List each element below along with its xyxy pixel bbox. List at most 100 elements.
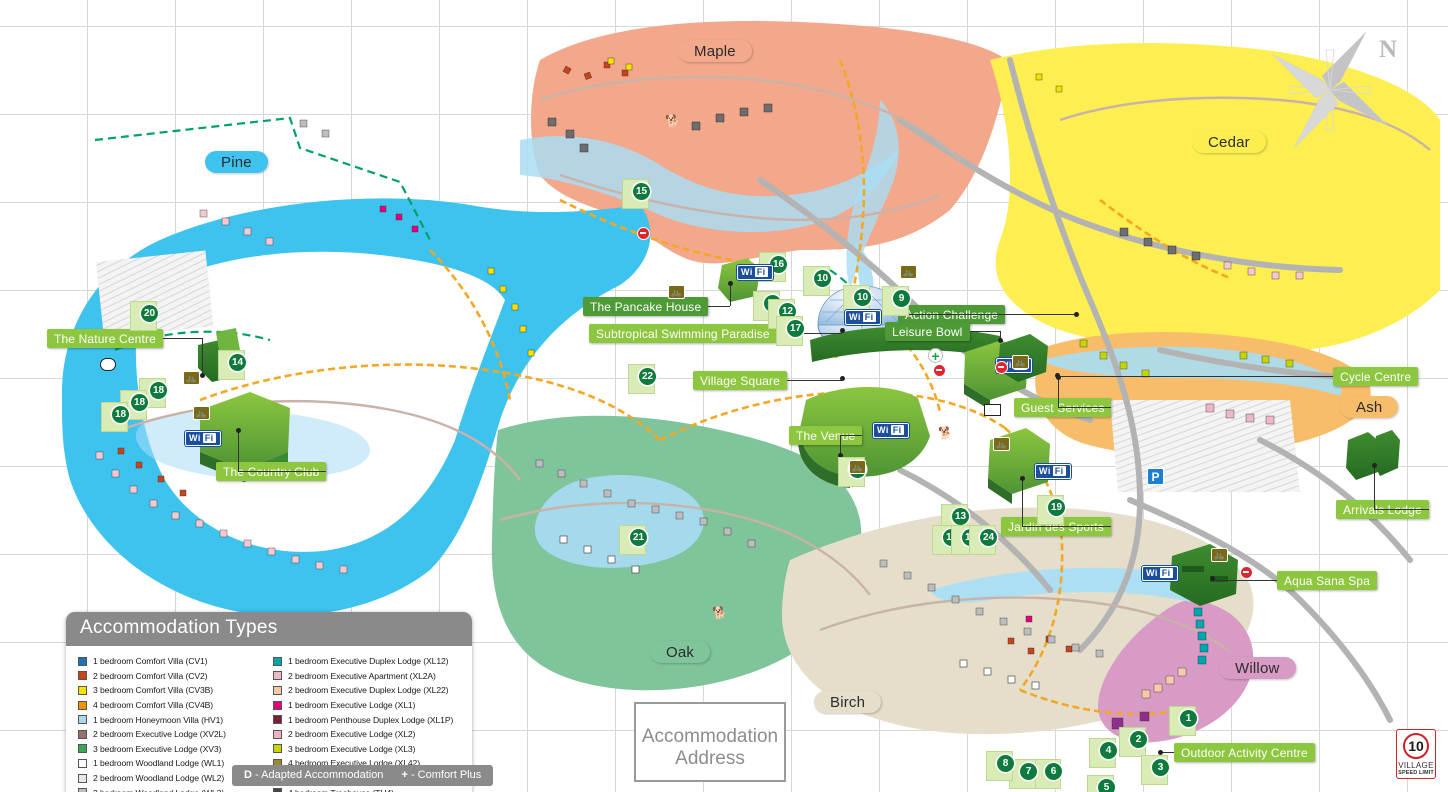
numbered-marker[interactable]: 18 (150, 382, 167, 399)
legend-item-label: 2 bedroom Executive Apartment (XL2A) (288, 670, 436, 681)
facility-label-text: Leisure Bowl (892, 324, 963, 339)
zone-label-text: Willow (1235, 659, 1280, 677)
legend-item-label: 1 bedroom Comfort Villa (CV1) (93, 656, 208, 667)
leader-line (1000, 331, 1001, 340)
legend-color-swatch (273, 671, 282, 681)
dog-icon: 🐕 (665, 114, 680, 128)
numbered-marker[interactable]: 21 (630, 529, 647, 546)
facility-label-aqua-sana-spa[interactable]: Aqua Sana Spa (1277, 571, 1378, 590)
leader-endpoint (998, 338, 1003, 343)
zone-label-text: Oak (666, 643, 695, 661)
zone-label-text: Birch (830, 693, 866, 711)
accommodation-types-legend[interactable]: Accommodation Types 1 bedroom Comfort Vi… (66, 612, 472, 792)
leader-endpoint (1158, 750, 1163, 755)
legend-item-label: 2 bedroom Woodland Lodge (WL2) (93, 773, 225, 784)
facility-label-cycle-centre[interactable]: Cycle Centre (1333, 367, 1419, 386)
facility-label-subtropical-swimming-paradise[interactable]: Subtropical Swimming Paradise (589, 324, 777, 343)
leader-line (202, 338, 203, 375)
parking-icon: P (1147, 468, 1164, 485)
legend-item-label: 1 bedroom Woodland Lodge (WL1) (93, 758, 225, 769)
numbered-marker[interactable]: 8 (997, 755, 1014, 772)
legend-item-label: 4 bedroom Comfort Villa (CV4B) (93, 700, 214, 711)
dog-icon: 🐕 (938, 426, 953, 440)
legend-color-swatch (273, 788, 282, 792)
legend-color-swatch (78, 729, 87, 739)
cycle-icon: 🚲 (193, 406, 210, 420)
legend-color-swatch (78, 671, 87, 681)
facility-label-the-pancake-house[interactable]: The Pancake House (583, 297, 709, 316)
leader-endpoint (840, 376, 845, 381)
numbered-marker[interactable]: 18 (112, 406, 129, 423)
facility-label-outdoor-activity-centre[interactable]: Outdoor Activity Centre (1174, 743, 1315, 762)
numbered-marker[interactable]: 3 (1152, 759, 1169, 776)
zone-label-pine: Pine (205, 151, 268, 173)
numbered-marker[interactable]: 10 (814, 270, 831, 287)
numbered-marker[interactable]: 10 (854, 289, 871, 306)
leader-line (708, 306, 730, 307)
leader-line (238, 430, 239, 471)
leader-line (840, 435, 862, 436)
legend-item: 1 bedroom Woodland Lodge (WL1) (78, 756, 267, 771)
legend-color-swatch (273, 744, 282, 754)
facility-label-the-nature-centre[interactable]: The Nature Centre (47, 329, 163, 348)
numbered-marker[interactable]: 24 (980, 529, 997, 546)
leader-line (898, 314, 1076, 315)
numbered-marker[interactable]: 2 (1130, 731, 1147, 748)
leader-endpoint (1020, 476, 1025, 481)
numbered-marker[interactable]: 19 (1048, 499, 1065, 516)
zone-label-text: Cedar (1208, 133, 1250, 151)
adapted-label: - Adapted Accommodation (255, 769, 384, 781)
compass-rose: N (1265, 18, 1405, 148)
leader-endpoint (1372, 463, 1377, 468)
legend-color-swatch (78, 758, 87, 768)
numbered-marker[interactable]: 4 (1100, 742, 1117, 759)
numbered-marker[interactable]: 13 (952, 508, 969, 525)
legend-item-label: 1 bedroom Honeymoon Villa (HV1) (93, 714, 224, 725)
leader-line (238, 471, 326, 472)
legend-item-label: 1 bedroom Executive Lodge (XL1) (288, 700, 416, 711)
numbered-marker[interactable]: 18 (131, 394, 148, 411)
cycle-icon: 🚲 (668, 285, 685, 299)
leader-line (970, 331, 1000, 332)
numbered-marker[interactable]: 16 (770, 256, 787, 273)
numbered-marker[interactable]: 12 (779, 303, 796, 320)
numbered-marker[interactable]: 9 (893, 290, 910, 307)
numbered-marker[interactable]: 14 (229, 354, 246, 371)
cycle-paths (199, 59, 1231, 716)
leader-endpoint (838, 453, 843, 458)
mail-icon (984, 404, 1001, 416)
numbered-marker[interactable]: 15 (633, 183, 650, 200)
facility-label-text: Village Square (700, 373, 780, 388)
facility-label-leisure-bowl[interactable]: Leisure Bowl (885, 322, 970, 341)
numbered-marker[interactable]: 20 (141, 305, 158, 322)
accommodation-address-box[interactable]: Accommodation Address · · · · · · · · · … (634, 702, 786, 792)
speed-sign-line2: SPEED LIMIT (1398, 770, 1434, 776)
numbered-marker[interactable]: 5 (1098, 779, 1115, 792)
facility-label-village-square[interactable]: Village Square (693, 371, 787, 390)
secondary-roads (119, 75, 1431, 653)
numbered-marker[interactable]: 17 (787, 320, 804, 337)
numbered-marker[interactable]: 6 (1045, 763, 1062, 780)
comfort-label: - Comfort Plus (410, 769, 482, 781)
leader-line (1058, 377, 1059, 407)
legend-color-swatch (273, 729, 282, 739)
numbered-marker[interactable]: 22 (639, 368, 656, 385)
leader-endpoint (1074, 312, 1079, 317)
address-title-line1: Accommodation (641, 726, 779, 747)
leader-line (1160, 752, 1174, 753)
leader-line (787, 380, 842, 381)
numbered-marker[interactable]: 1 (1180, 710, 1197, 727)
legend-color-swatch (78, 685, 87, 695)
comfort-symbol: + (401, 769, 408, 781)
zone-label-oak: Oak (650, 641, 711, 663)
no-entry-icon (933, 364, 946, 377)
numbered-marker[interactable]: 7 (1020, 763, 1037, 780)
legend-item-label: 2 bedroom Executive Lodge (XL2) (288, 729, 416, 740)
facility-label-text: Aqua Sana Spa (1284, 573, 1371, 588)
leader-endpoint (728, 281, 733, 286)
